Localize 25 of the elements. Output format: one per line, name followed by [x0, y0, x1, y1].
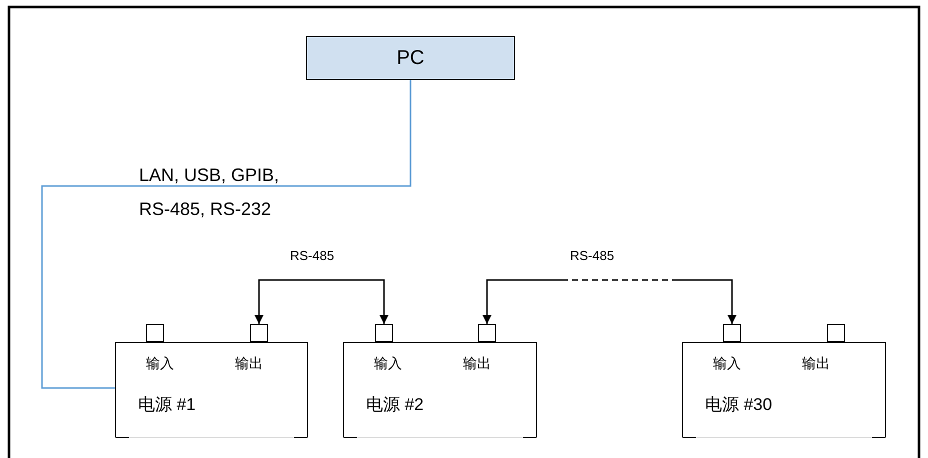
- port-label: 输入: [374, 355, 402, 373]
- device-label: 电源 #2: [366, 394, 424, 416]
- pc-box: PC: [306, 36, 515, 80]
- port-square: [250, 324, 268, 342]
- port-label: 输出: [802, 355, 830, 373]
- power-supply-box: [115, 342, 308, 438]
- port-square: [375, 324, 393, 342]
- arrow: [254, 279, 388, 324]
- port-square: [146, 324, 164, 342]
- power-supply-box: [343, 342, 537, 438]
- port-label: 输入: [146, 355, 174, 373]
- edge-label: RS-485: [570, 247, 614, 265]
- device-label: 电源 #30: [705, 394, 772, 416]
- power-supply-box: [682, 342, 886, 438]
- port-label: 输出: [463, 355, 491, 373]
- arrow: [482, 279, 736, 324]
- port-square: [827, 324, 845, 342]
- connector-line: [41, 80, 412, 389]
- port-label: 输入: [713, 355, 741, 373]
- device-label: 电源 #1: [138, 394, 196, 416]
- port-square: [478, 324, 496, 342]
- edge-label: LAN, USB, GPIB, RS-485, RS-232: [139, 164, 280, 221]
- edge-label: RS-485: [290, 247, 334, 265]
- port-label: 输出: [235, 355, 263, 373]
- port-square: [723, 324, 741, 342]
